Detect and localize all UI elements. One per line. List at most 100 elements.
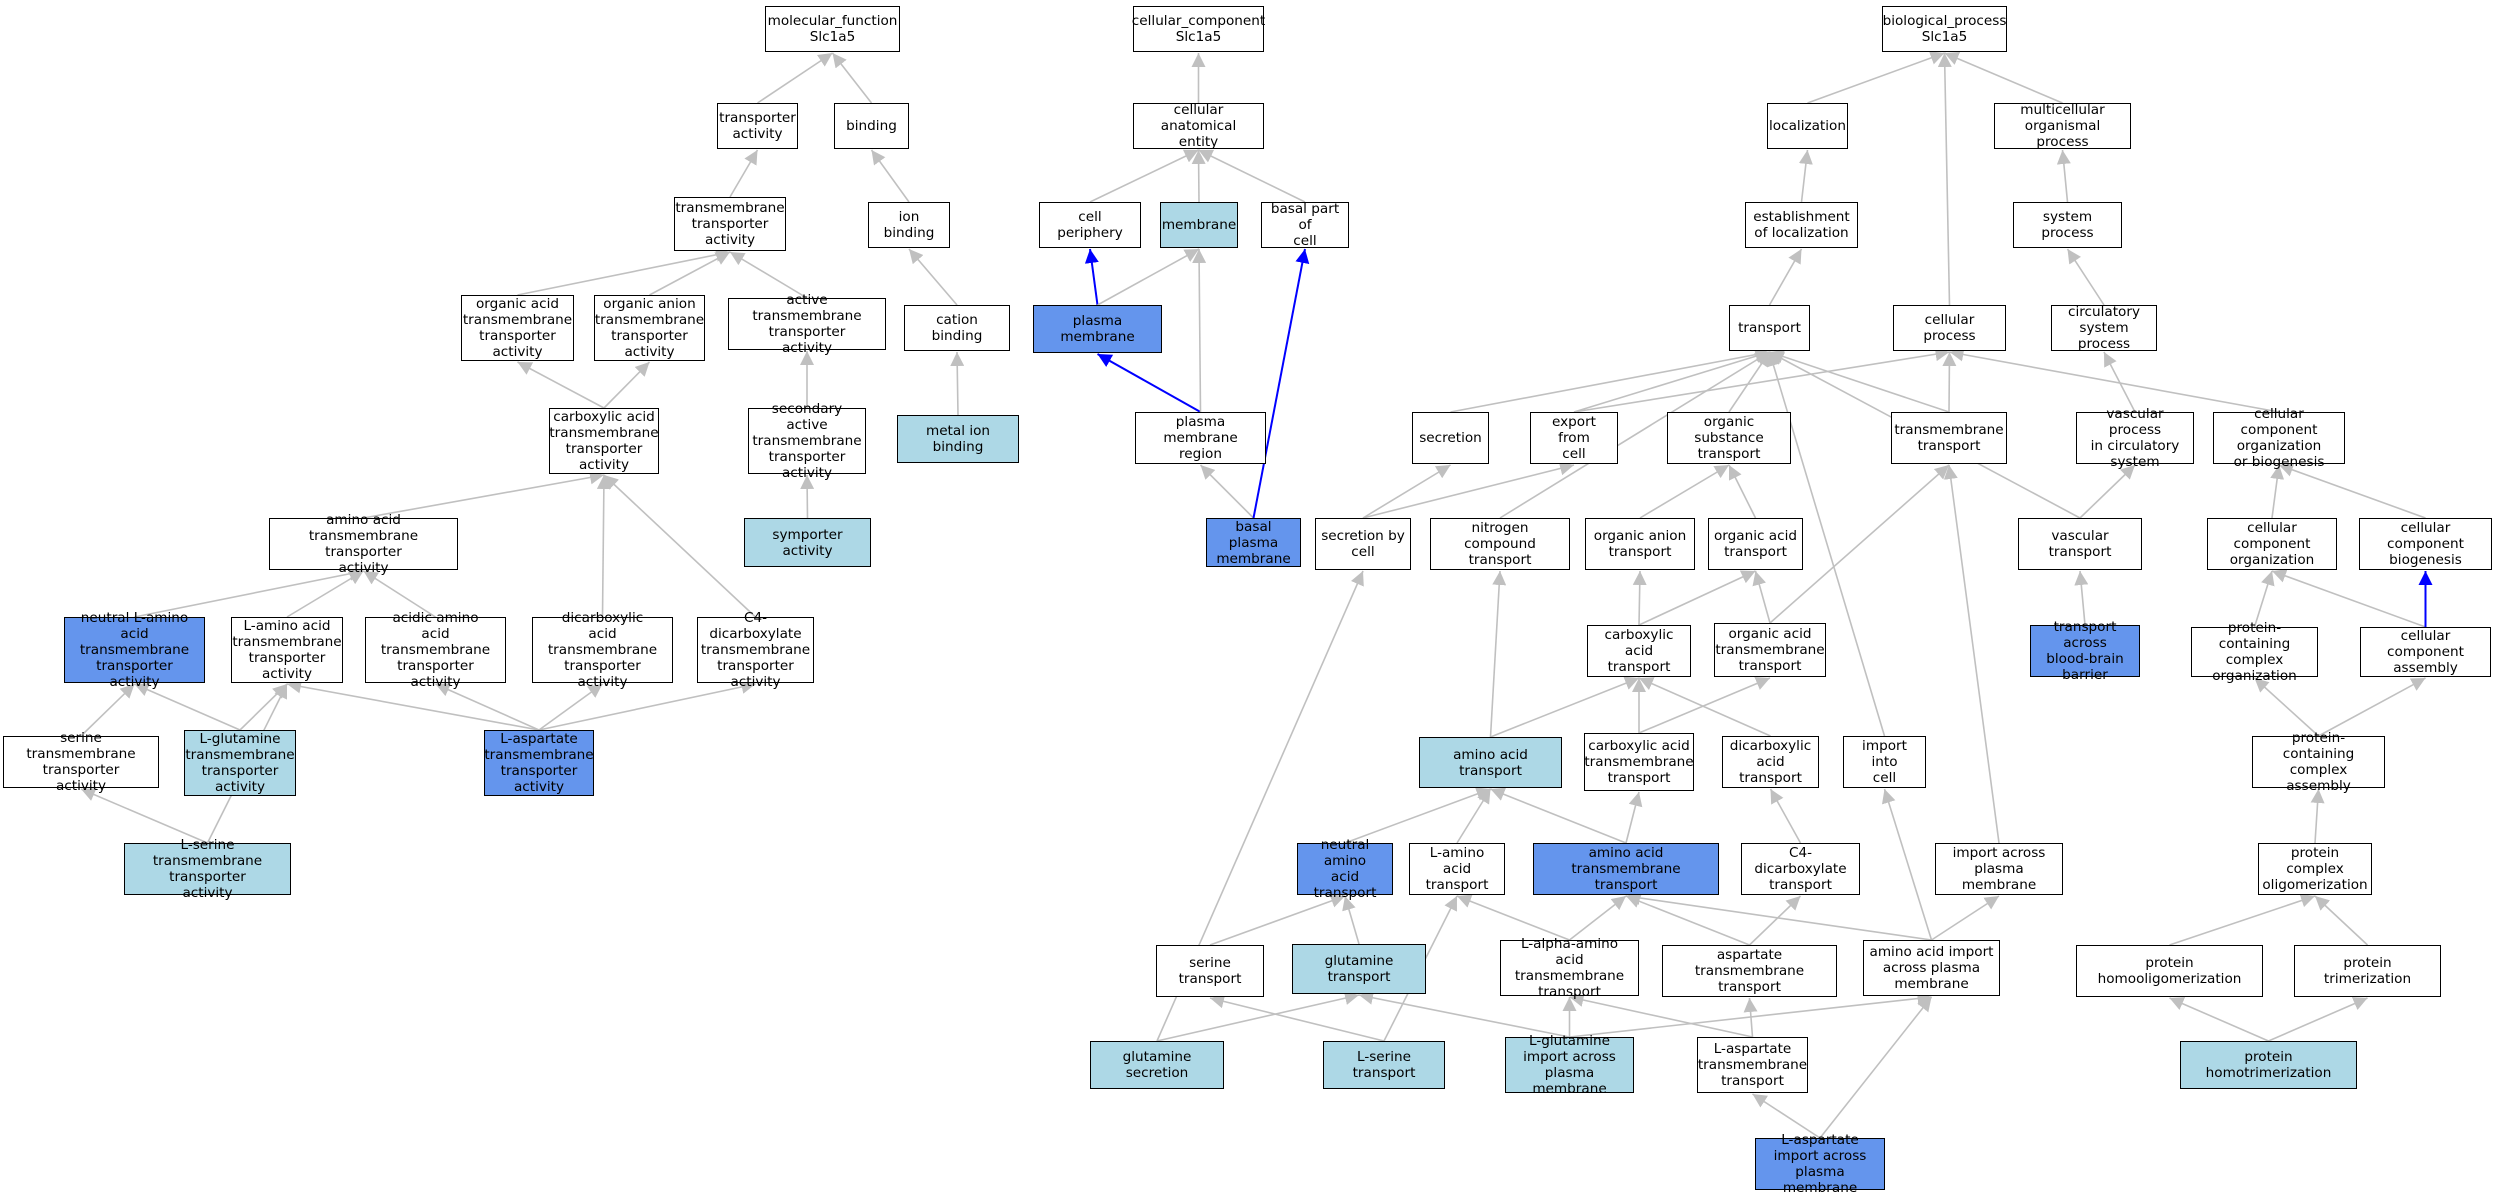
go-term-mf[interactable]: molecular_function Slc1a5 [765,6,900,52]
go-term-circulatory[interactable]: circulatory system process [2051,304,2157,352]
go-term-neutral-amino-transport[interactable]: neutral amino acid transport [1297,837,1393,901]
go-term-ion-binding[interactable]: ion binding [868,202,950,248]
go-term-organic-anion-tm[interactable]: organic anion transmembrane transporter … [594,295,705,361]
go-term-establishment[interactable]: establishment of localization [1745,202,1858,248]
edge-dicarboxylic_transport-to-carboxylic_transport [1638,677,1771,737]
go-term-glutamine-transport[interactable]: glutamine transport [1292,944,1426,994]
go-term-binding[interactable]: binding [834,103,909,149]
go-term-secondary-active[interactable]: secondary active transmembrane transport… [748,401,866,481]
go-term-acidic-amino[interactable]: acidic amino acid transmembrane transpor… [365,610,506,690]
go-term-l-amino-acid-transport[interactable]: L-amino acid transport [1409,843,1505,895]
go-term-protein-complex-assembly[interactable]: protein-containing complex assembly [2252,730,2385,794]
edge-cc_biogenesis-to-cc_org_biogenesis [2278,463,2426,519]
go-term-secretion[interactable]: secretion [1412,412,1489,464]
go-term-cellular-anatomical[interactable]: cellular anatomical entity [1133,102,1264,150]
go-term-active-tm[interactable]: active transmembrane transporter activit… [728,292,886,356]
edge-glutamine_secretion-to-glutamine_transport [1156,991,1360,1042]
go-term-import-into-cell[interactable]: import into cell [1843,736,1926,788]
go-term-export-from-cell[interactable]: export from cell [1530,412,1618,464]
go-term-organic-acid-transport[interactable]: organic acid transport [1708,518,1803,570]
go-term-dicarboxylic-transport[interactable]: dicarboxylic acid transport [1722,736,1819,788]
go-term-cc-assembly[interactable]: cellular component assembly [2360,627,2491,677]
go-term-organic-acid-tm[interactable]: organic acid transmembrane transporter a… [461,295,574,361]
go-term-c4-tm-activity[interactable]: C4-dicarboxylate transmembrane transport… [697,610,814,690]
go-term-cc-org-biogenesis[interactable]: cellular component organization or bioge… [2213,406,2345,470]
go-term-bbb[interactable]: transport across blood-brain barrier [2030,619,2140,683]
edge-l_aspartate_tm_activity-to-c4_tm_activity [538,680,756,731]
edge-aspartate_tm_transport-to-c4_transport [1748,895,1802,946]
go-term-metal-ion-binding[interactable]: metal ion binding [897,415,1019,463]
go-term-amino-acid-import[interactable]: amino acid import across plasma membrane [1863,940,2000,996]
go-term-l-serine-transport[interactable]: L-serine transport [1323,1041,1445,1089]
go-term-serine-tm-activity[interactable]: serine transmembrane transporter activit… [3,730,159,794]
go-term-protein-complex-org[interactable]: protein-containing complex organization [2191,620,2318,684]
edge-l_aspartate_import-to-l_aspartate_tm_transport [1752,1093,1821,1139]
go-term-protein-complex-oligo[interactable]: protein complex oligomerization [2258,843,2372,895]
go-term-l-aspartate-tm-activity[interactable]: L-aspartate transmembrane transporter ac… [484,730,594,796]
go-term-carboxylic-tm-transport[interactable]: carboxylic acid transmembrane transport [1584,733,1694,791]
go-term-carboxylic-transport[interactable]: carboxylic acid transport [1587,625,1691,677]
go-term-transporter-activity[interactable]: transporter activity [717,103,798,149]
go-term-transport[interactable]: transport [1729,305,1810,351]
go-term-l-amino-acid-tm-activity[interactable]: L-amino acid transmembrane transporter a… [231,617,343,683]
edge-export_from_cell-to-transport [1573,349,1770,413]
go-term-l-glutamine-import[interactable]: L-glutamine import across plasma membran… [1505,1033,1634,1097]
go-term-carboxylic-tm[interactable]: carboxylic acid transmembrane transporte… [549,408,659,474]
go-term-plasma-membrane[interactable]: plasma membrane [1033,305,1162,353]
edge-l_glutamine_tm_activity-to-neutral_l_amino [134,683,241,731]
go-term-cellular-process[interactable]: cellular process [1893,305,2006,351]
go-term-l-aspartate-tm-transport[interactable]: L-aspartate transmembrane transport [1697,1037,1808,1093]
go-term-basal-pm[interactable]: basal plasma membrane [1206,518,1301,567]
edge-organic_acid_transport-to-organic_substance [1728,464,1757,519]
go-term-organic-anion-transport[interactable]: organic anion transport [1585,518,1695,570]
go-term-cc-biogenesis[interactable]: cellular component biogenesis [2359,518,2492,570]
edge-plasma_membrane-to-membrane [1097,248,1200,306]
go-term-protein-trimer[interactable]: protein trimerization [2294,945,2441,997]
go-term-organic-substance[interactable]: organic substance transport [1667,412,1791,464]
go-term-multicellular[interactable]: multicellular organismal process [1994,102,2131,150]
go-term-cc[interactable]: cellular_component Slc1a5 [1132,6,1265,52]
go-term-cation-binding[interactable]: cation binding [904,305,1010,351]
go-term-vascular-transport[interactable]: vascular transport [2018,518,2142,570]
go-term-cc-organization[interactable]: cellular component organization [2207,518,2337,570]
go-term-basal-part[interactable]: basal part of cell [1261,201,1349,249]
go-term-l-aspartate-import[interactable]: L-aspartate import across plasma membran… [1755,1132,1885,1196]
go-term-l-glutamine-tm-activity[interactable]: L-glutamine transmembrane transporter ac… [184,730,296,796]
go-term-amino-acid-tm-transport[interactable]: amino acid transmembrane transport [1533,843,1719,895]
edge-nitrogen_compound-to-transport [1499,351,1770,519]
go-term-bp[interactable]: biological_process Slc1a5 [1882,6,2007,52]
go-term-l-alpha-amino[interactable]: L-alpha-amino acid transmembrane transpo… [1500,936,1639,1000]
go-term-tm-transport[interactable]: transmembrane transport [1891,412,2007,464]
edge-protein_complex_assembly-to-cc_assembly [2318,677,2426,737]
edge-metal_ion_binding-to-cation_binding [950,351,965,416]
go-term-protein-homooligo[interactable]: protein homooligomerization [2076,945,2263,997]
go-term-l-serine-tm-activity[interactable]: L-serine transmembrane transporter activ… [124,837,291,901]
go-term-tm-transporter-activity[interactable]: transmembrane transporter activity [674,197,786,251]
go-term-glutamine-secretion[interactable]: glutamine secretion [1090,1041,1224,1089]
go-term-import-across-pm[interactable]: import across plasma membrane [1935,843,2063,895]
go-term-protein-homotrimer[interactable]: protein homotrimerization [2180,1041,2357,1089]
edge-l_aspartate_import-to-amino_acid_import [1819,996,1933,1139]
go-term-cell-periphery[interactable]: cell periphery [1039,202,1141,248]
go-term-pm-region[interactable]: plasma membrane region [1135,412,1266,464]
go-term-system-process[interactable]: system process [2013,202,2122,248]
go-term-serine-transport[interactable]: serine transport [1156,945,1264,997]
go-term-neutral-l-amino[interactable]: neutral L-amino acid transmembrane trans… [64,610,205,690]
go-term-symporter[interactable]: symporter activity [744,518,871,567]
edge-bbb-to-vascular_transport [2074,570,2089,626]
go-term-vascular-process[interactable]: vascular process in circulatory system [2076,406,2194,470]
go-term-membrane[interactable]: membrane [1160,202,1238,248]
go-term-organic-acid-tm-transport[interactable]: organic acid transmembrane transport [1714,623,1826,677]
edge-l_glutamine_tm_activity-to-l_amino_acid_tm_activity [239,683,288,731]
edge-organic_acid_tm-to-tm_transporter_activity [517,247,731,296]
go-term-aspartate-tm-transport[interactable]: aspartate transmembrane transport [1662,945,1837,997]
edge-plasma_membrane-to-cell_periphery [1084,248,1099,306]
go-term-amino-acid-transport[interactable]: amino acid transport [1419,737,1562,788]
go-term-localization[interactable]: localization [1767,103,1848,149]
edge-protein_homotrimer-to-protein_homooligo [2169,997,2269,1042]
go-term-dicarboxylic-tm-activity[interactable]: dicarboxylic acid transmembrane transpor… [532,610,673,690]
go-term-secretion-by-cell[interactable]: secretion by cell [1315,518,1411,570]
go-term-amino-acid-tm-activity[interactable]: amino acid transmembrane transporter act… [269,512,458,576]
go-term-c4-transport[interactable]: C4-dicarboxylate transport [1741,843,1860,895]
go-term-nitrogen-compound[interactable]: nitrogen compound transport [1430,518,1570,570]
